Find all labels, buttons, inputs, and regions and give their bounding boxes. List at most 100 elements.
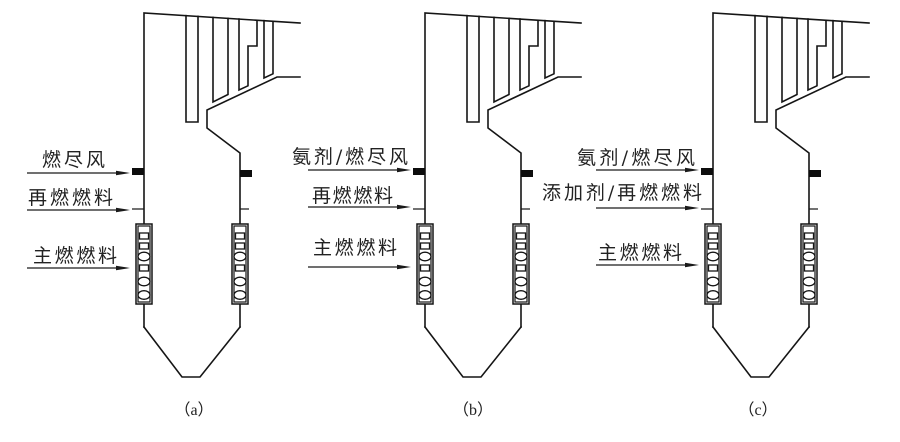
burner-nozzle-ellipse [706,276,720,287]
panel-caption: （a） [174,401,213,419]
burner-nozzle-square [419,242,431,250]
boiler-b [308,12,582,378]
superheater-panel [238,18,258,92]
ash-hopper [711,325,811,378]
arrow-head-icon [116,207,130,213]
burner-nozzle-ellipse [137,276,151,287]
arrow-head-icon [685,262,699,268]
superheater-panel [754,14,768,123]
superheater-panel [212,16,229,104]
ammonia-overfire-air-label: 氨剂/燃尽风 [292,146,408,168]
labels-a: 燃尽风 再燃燃料 主燃燃料 （a） [28,149,214,419]
burner-nozzle-ellipse [802,276,816,287]
ammonia-overfire-air-label: 氨剂/燃尽风 [577,147,695,169]
overfire-air-arrow [27,170,130,176]
reburn-fuel-arrow [308,204,411,210]
boiler-c [596,12,870,378]
burner-nozzle-ellipse [137,251,151,262]
furnace-front-wall [143,12,301,328]
burner-nozzle-ellipse [514,290,528,300]
superheater-panel [493,16,510,104]
burner-nozzle-ellipse [514,251,528,262]
burner-nozzle-ellipse [802,251,816,262]
burner-nozzle-ellipse [418,251,432,262]
main-fuel-label: 主燃燃料 [33,245,117,267]
superheater-panel [263,19,274,80]
main-fuel-label: 主燃燃料 [598,242,682,264]
burner-nozzle-ellipse [233,276,247,287]
burner-group-rear [800,223,818,305]
overfire-air-arrow [596,167,699,173]
arrow-head-icon [397,204,411,210]
burner-box-inner [233,225,247,303]
burner-nozzle-square [707,264,719,272]
superheater-panel [466,14,480,123]
boiler-a [27,12,301,378]
burner-nozzle-square [707,232,719,240]
overfire-air-port-rear [809,170,821,177]
burner-nozzle-ellipse [706,251,720,262]
main-fuel-arrow [27,265,130,271]
overfire-air-arrow [308,167,411,173]
burner-group-front [704,223,722,305]
burner-box-inner [802,225,816,303]
panel-caption: （b） [453,401,493,419]
furnace-rear-wall-nose [206,76,301,328]
overfire-air-port-front [132,168,144,175]
superheater-panel [781,16,798,104]
burner-group-front [416,223,434,305]
burner-box-inner [418,225,432,303]
burner-nozzle-square [138,264,150,272]
burner-nozzle-square [234,232,246,240]
arrow-head-icon [116,170,130,176]
labels-c: 氨剂/燃尽风 添加剂/再燃燃料 主燃燃料 （c） [542,147,778,419]
burner-box-inner [706,225,720,303]
burner-nozzle-square [234,264,246,272]
reburn-fuel-label: 再燃燃料 [28,187,113,209]
overfire-air-port-front [413,168,425,175]
reburn-fuel-arrow [27,207,130,213]
burner-nozzle-square [515,232,527,240]
burner-nozzle-ellipse [514,276,528,287]
superheater-panel [519,18,539,92]
furnace-front-wall [424,12,582,328]
arrow-head-icon [685,167,699,173]
burner-nozzle-ellipse [706,290,720,300]
burner-nozzle-square [803,264,815,272]
main-fuel-label: 主燃燃料 [313,237,397,259]
additive-reburn-fuel-label: 添加剂/再燃燃料 [542,182,702,204]
burner-nozzle-ellipse [233,290,247,300]
reburn-fuel-arrow [596,205,699,211]
burner-box-inner [137,225,151,303]
ash-hopper [423,325,523,378]
burner-nozzle-square [515,242,527,250]
burner-nozzle-square [138,242,150,250]
superheater-panel [832,19,843,80]
burner-nozzle-square [515,264,527,272]
burner-nozzle-square [803,232,815,240]
burner-nozzle-square [419,264,431,272]
overfire-air-port-rear [521,170,533,177]
reburn-fuel-label: 再燃燃料 [312,185,393,207]
arrow-head-icon [397,264,411,270]
burner-nozzle-ellipse [802,290,816,300]
main-fuel-arrow [308,264,411,270]
panel-caption: （c） [738,401,777,419]
burner-group-rear [512,223,530,305]
burner-group-front [135,223,153,305]
furnace-rear-wall-nose [775,76,870,328]
burner-nozzle-ellipse [233,251,247,262]
ash-hopper [142,325,242,378]
burner-box-inner [514,225,528,303]
arrow-head-icon [685,205,699,211]
burner-nozzle-square [234,242,246,250]
burner-nozzle-square [419,232,431,240]
burner-nozzle-ellipse [137,290,151,300]
overfire-air-label: 燃尽风 [42,149,105,171]
arrow-head-icon [116,265,130,271]
burner-nozzle-ellipse [418,290,432,300]
superheater-panel [544,19,555,80]
burner-group-rear [231,223,249,305]
burner-nozzle-ellipse [418,276,432,287]
